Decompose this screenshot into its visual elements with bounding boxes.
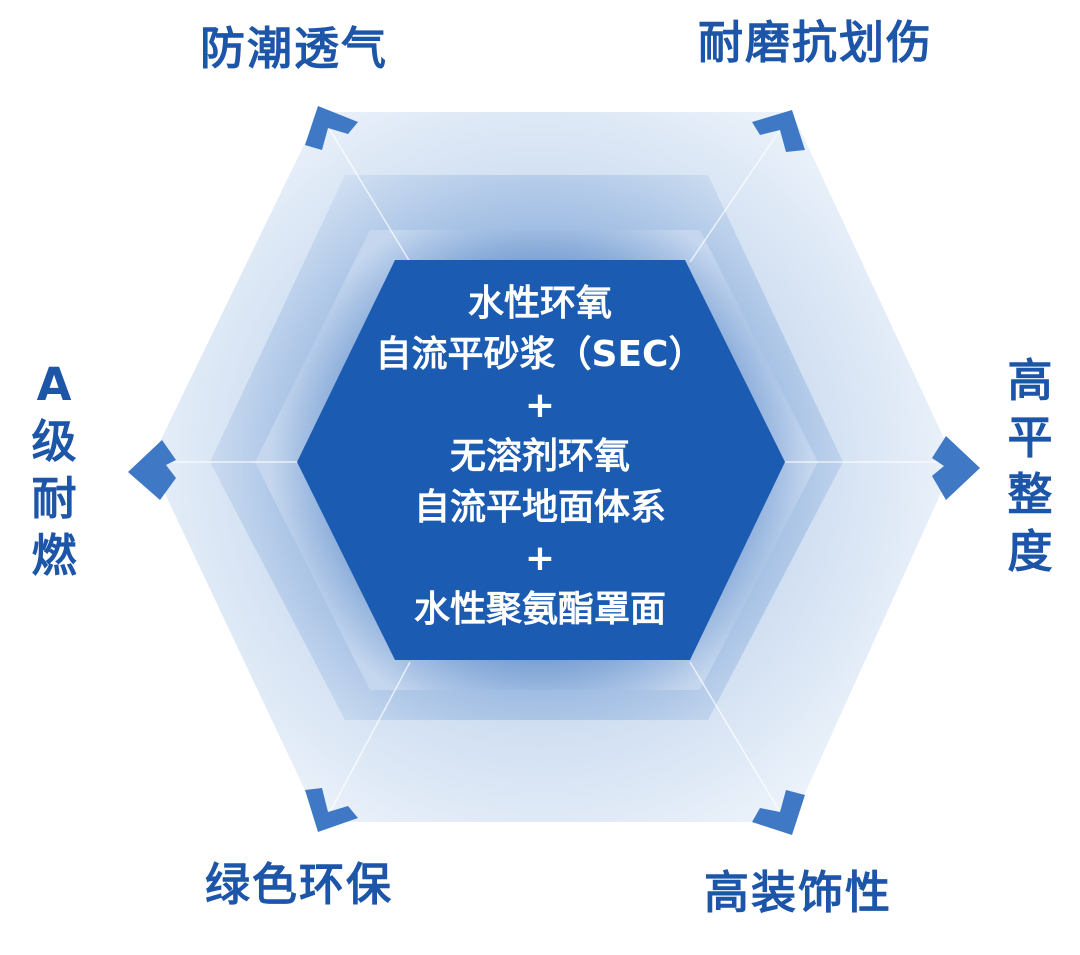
arrow-right-icon	[932, 436, 980, 500]
feature-high-decorative: 高装饰性	[704, 866, 893, 919]
corner-arrow-markers	[128, 106, 980, 835]
feature-wear-scratch-resistant: 耐磨抗划伤	[698, 16, 934, 69]
center-plus-1: +	[524, 385, 556, 426]
arrow-bottom-right-icon	[752, 790, 805, 835]
feature-eco-friendly: 绿色环保	[205, 858, 394, 911]
center-line-3: 无溶剂环氧	[449, 436, 630, 477]
feature-high-flatness: 高平整度	[1007, 354, 1053, 578]
arrow-top-left-icon	[305, 106, 358, 150]
center-line-1: 水性环氧	[467, 283, 612, 324]
feature-moisture-breathable: 防潮透气	[200, 22, 389, 75]
arrow-left-icon	[128, 440, 176, 500]
center-system-description: 水性环氧 自流平砂浆（SEC） + 无溶剂环氧 自流平地面体系 + 水性聚氨酯罩…	[295, 278, 785, 635]
center-line-5: 水性聚氨酯罩面	[413, 589, 666, 630]
center-line-2: 自流平砂浆（SEC）	[375, 334, 705, 375]
center-hexagon	[297, 260, 785, 660]
arrow-top-right-icon	[752, 110, 805, 152]
spoke-lines	[155, 129, 945, 813]
center-line-4: 自流平地面体系	[413, 487, 666, 528]
arrow-bottom-left-icon	[305, 788, 358, 832]
center-plus-2: +	[524, 538, 556, 579]
feature-fire-resistant: A级耐燃	[31, 358, 77, 582]
